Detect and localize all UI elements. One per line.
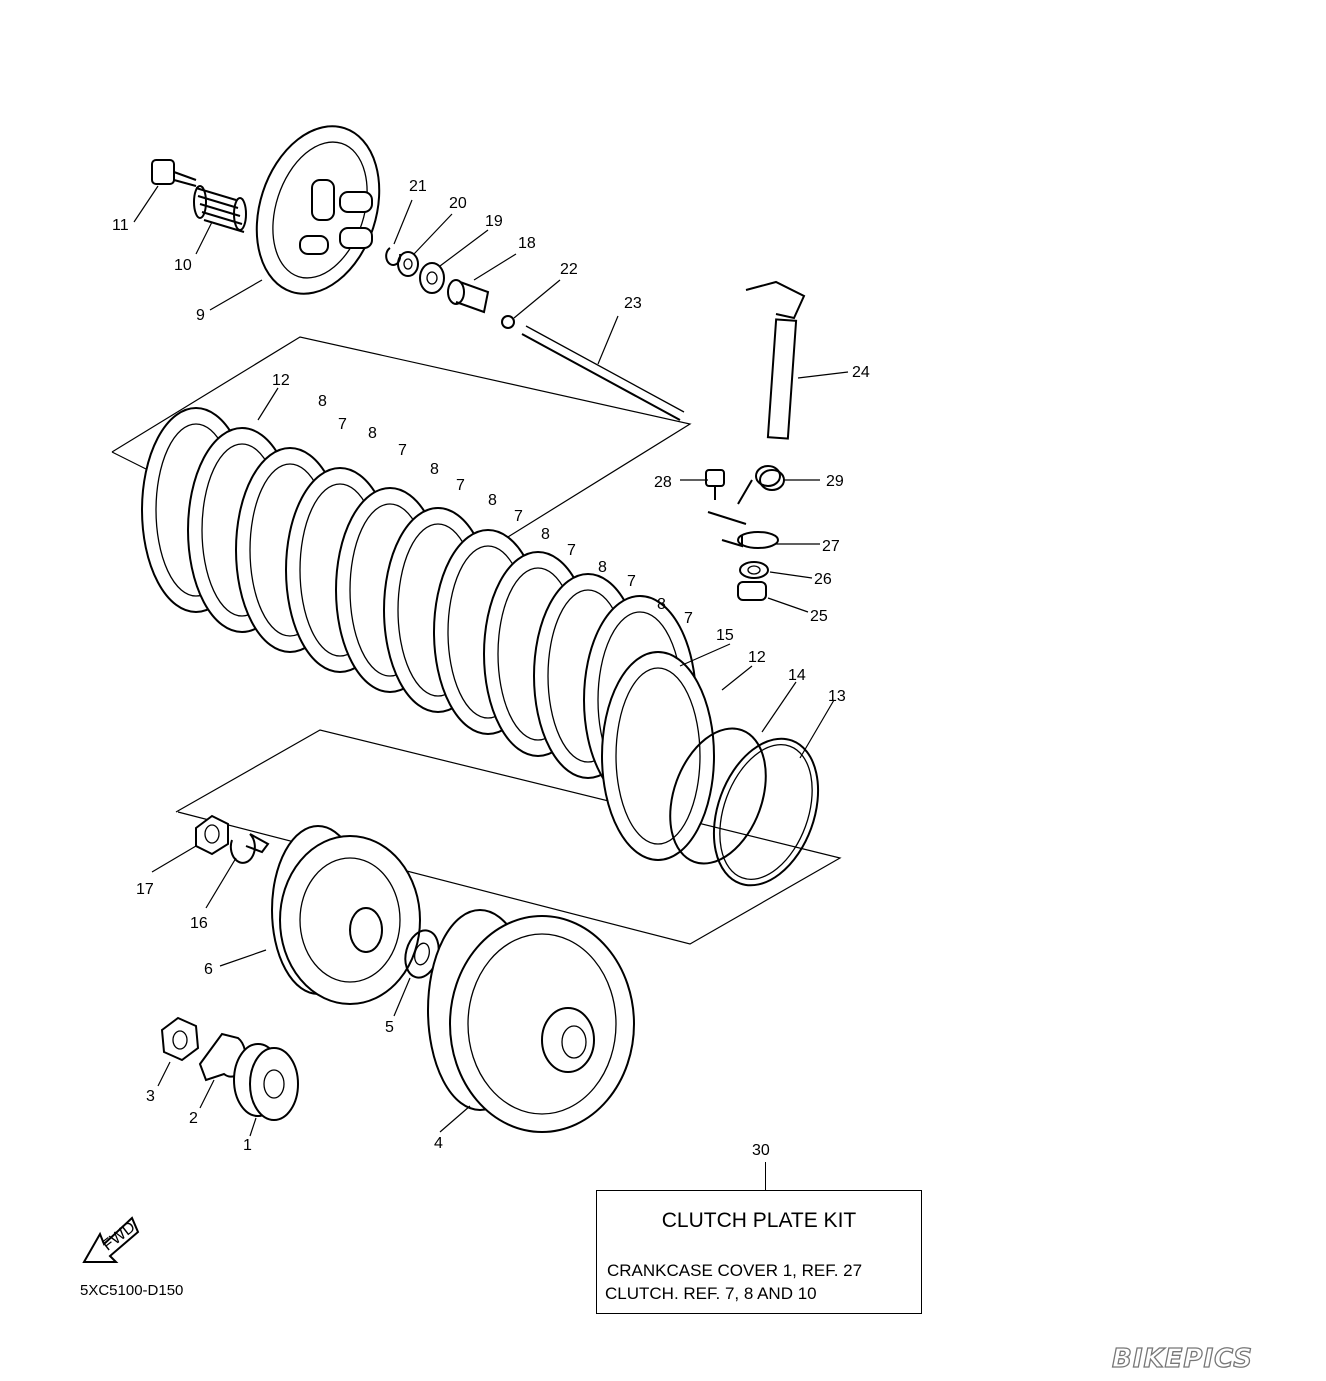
callout: 10 [174, 257, 192, 274]
callout: 7 [398, 442, 407, 459]
callout: 7 [567, 542, 576, 559]
push-rod-1 [447, 279, 490, 314]
callout: 25 [810, 608, 828, 625]
callout: 26 [814, 571, 832, 588]
oil-seal [739, 561, 769, 579]
fwd-arrow-icon [82, 1216, 140, 1263]
clutch-boss [271, 825, 421, 1005]
kit-title: CLUTCH PLATE KIT [661, 1209, 857, 1232]
callout: 21 [409, 178, 427, 195]
pressure-plate [255, 125, 381, 295]
push-rod-2 [521, 325, 685, 421]
callout: 20 [449, 195, 467, 212]
callout: 12 [272, 372, 290, 389]
clutch-spring [193, 185, 247, 233]
callout: 8 [368, 425, 377, 442]
primary-driven-gear-housing [427, 909, 635, 1133]
callout: 27 [822, 538, 840, 555]
callout: 9 [196, 307, 205, 324]
clutch-plate-kit-box: CLUTCH PLATE KIT CRANKCASE COVER 1, REF.… [596, 1190, 922, 1314]
bearing [419, 262, 445, 294]
hub-lock-washer [229, 833, 270, 864]
callout: 23 [624, 295, 642, 312]
callout: 18 [518, 235, 536, 252]
wire-circlip [669, 727, 767, 865]
callout: 24 [852, 364, 870, 381]
callout: 7 [684, 610, 693, 627]
hub-nut [195, 814, 229, 856]
kit-note-line-1: CRANKCASE COVER 1, REF. 27 [607, 1261, 863, 1280]
push-lever-shaft [745, 280, 806, 440]
callout: 16 [190, 915, 208, 932]
primary-drive-gear [233, 1043, 299, 1121]
callout: 8 [541, 526, 550, 543]
callout: 3 [146, 1088, 155, 1105]
callout: 11 [112, 217, 129, 234]
primary-gear-nut [160, 1016, 200, 1062]
callout: 2 [189, 1110, 198, 1127]
kit-ref-number: 30 [752, 1142, 770, 1159]
bolt [151, 159, 197, 187]
group-frame-hub [175, 729, 842, 945]
callout: 7 [338, 416, 347, 433]
callout: 15 [716, 627, 734, 644]
callout: 7 [514, 508, 523, 525]
ball [501, 315, 515, 329]
cushion-spring [712, 737, 820, 887]
callout: 8 [657, 596, 666, 613]
callout: 13 [828, 688, 846, 705]
callout: 1 [243, 1137, 252, 1154]
clutch-plate-stack [141, 407, 715, 861]
callout: 7 [627, 573, 636, 590]
torsion-spring [737, 465, 785, 505]
callout: 17 [136, 881, 154, 898]
leader-lines [133, 185, 849, 1137]
washer [397, 251, 419, 277]
callout: 22 [560, 261, 578, 278]
lever-bolt [705, 469, 725, 500]
callout: 5 [385, 1019, 394, 1036]
callout: 8 [318, 393, 327, 410]
kit-leader-line [765, 1162, 766, 1190]
callout-labels: 1 2 3 4 5 6 7 7 7 7 7 7 7 8 8 8 8 8 8 8 … [112, 178, 870, 1154]
needle-bearing [737, 581, 767, 601]
callout: 6 [204, 961, 213, 978]
callout: 8 [598, 559, 607, 576]
callout: 29 [826, 473, 844, 490]
diagram-code: 5XC5100-D150 [80, 1282, 184, 1299]
kit-note-line-2: CLUTCH. REF. 7, 8 AND 10 [605, 1284, 817, 1303]
callout: 12 [748, 649, 766, 666]
callout: 28 [654, 474, 672, 491]
callout: 14 [788, 667, 806, 684]
group-frame-plates [111, 336, 692, 541]
callout: 4 [434, 1135, 443, 1152]
callout: 7 [456, 477, 465, 494]
lever-plate [707, 511, 779, 549]
callout: 19 [485, 213, 503, 230]
callout: 8 [488, 492, 497, 509]
callout: 8 [430, 461, 439, 478]
watermark-logo: BIKEPICS [1111, 1343, 1254, 1374]
